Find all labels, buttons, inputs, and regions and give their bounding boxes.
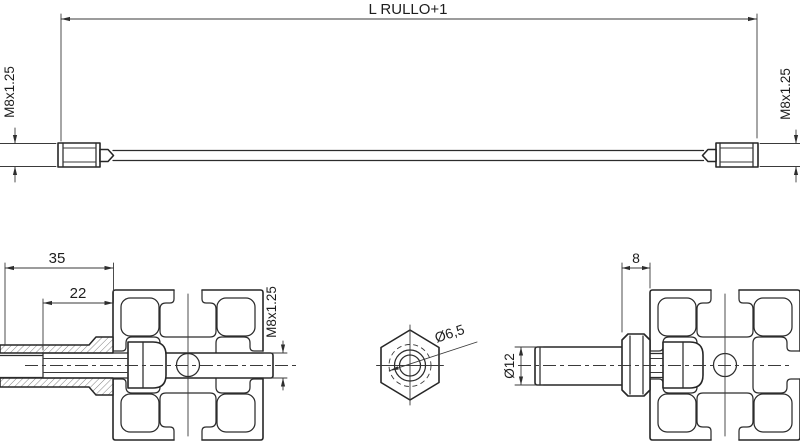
extension-line [621, 262, 651, 333]
thread-chamfer-lines [62, 142, 97, 168]
arrowhead [748, 16, 757, 22]
arrowhead [622, 265, 630, 271]
thread-minor-lines [62, 147, 97, 163]
dim-label-8: 8 [632, 250, 640, 266]
extension-line [514, 346, 544, 386]
dimension-thread-left: M8x1.25 [0, 66, 57, 183]
rod-thread-major [649, 352, 665, 379]
dim-label-roller-length: L RULLO+1 [368, 1, 447, 18]
arrowhead [104, 265, 114, 271]
arrowhead [793, 135, 799, 144]
extension-line [4, 262, 114, 345]
arrowhead [280, 344, 286, 353]
arrowhead [642, 265, 650, 271]
dimension-35: 35 [4, 250, 114, 345]
arrowhead [5, 265, 14, 271]
dim-label-thread-right: M8x1.25 [778, 68, 793, 120]
threaded-end-right [701, 142, 759, 168]
threaded-rod-section [0, 352, 129, 379]
center-bore [175, 352, 201, 378]
dimension-8: 8 [621, 250, 651, 333]
thread-runout-cone [701, 148, 717, 163]
extension-line [0, 143, 57, 167]
arrowhead [43, 300, 52, 306]
hex-nut-body [621, 333, 651, 397]
section-view-left-mount: 35 22 M8x1.25 [0, 250, 300, 440]
arrowhead [518, 347, 524, 356]
arrowhead [12, 135, 18, 144]
dimension-thread-right: M8x1.25 [759, 68, 800, 183]
arrowhead [61, 16, 70, 22]
thread-stub-right [649, 352, 665, 379]
thread-block [57, 142, 101, 168]
slot-nut-side [127, 341, 167, 389]
arrowhead [793, 166, 799, 175]
arrowhead [104, 300, 114, 306]
shaft-body [112, 149, 705, 162]
dim-label-rod-diameter: Ø12 [502, 353, 517, 379]
arrowhead [12, 166, 18, 175]
roller-tube-wall-top [0, 336, 114, 354]
threaded-end-left [57, 142, 115, 168]
arrowhead [518, 376, 524, 385]
thread-minor-lines [719, 147, 754, 163]
rod-thread-minor [42, 358, 129, 373]
dimension-thread-stub: M8x1.25 [263, 286, 288, 391]
arrowhead [389, 366, 399, 371]
dimension-rod-diameter: Ø12 [502, 346, 544, 386]
nut-face-view: Ø6,5 [376, 321, 478, 406]
top-view-roller-shaft: L RULLO+1 M8x1.25 [0, 1, 800, 183]
thread-block [715, 142, 759, 168]
dim-label-thread-left: M8x1.25 [2, 66, 17, 118]
extension-line [759, 143, 800, 167]
dimension-22: 22 [42, 285, 114, 351]
rod-thread-major [42, 352, 129, 379]
crosshair-centerlines [376, 324, 444, 406]
roller-tube-wall-bottom [0, 377, 114, 396]
arrowhead [280, 378, 286, 387]
thread-chamfer-lines [719, 142, 754, 168]
leader-line [388, 341, 478, 372]
section-view-right-mount: 8 Ø12 [502, 250, 800, 440]
rod-thread-minor [649, 358, 665, 373]
thread-runout-cone [99, 148, 115, 163]
roller-end-cylinder [534, 346, 624, 386]
chamfer-circle [393, 349, 427, 382]
hex-nut-side [621, 333, 651, 397]
dim-label-thread-stub: M8x1.25 [264, 286, 279, 338]
dimension-roller-length: L RULLO+1 [60, 1, 758, 142]
hole-circle [398, 354, 422, 377]
dim-label-35: 35 [49, 250, 66, 267]
dim-label-hole-diameter: Ø6,5 [433, 321, 467, 346]
thread-circle-dashed [388, 344, 432, 387]
dim-label-22: 22 [70, 285, 87, 302]
hex-nut-facets [629, 335, 644, 395]
